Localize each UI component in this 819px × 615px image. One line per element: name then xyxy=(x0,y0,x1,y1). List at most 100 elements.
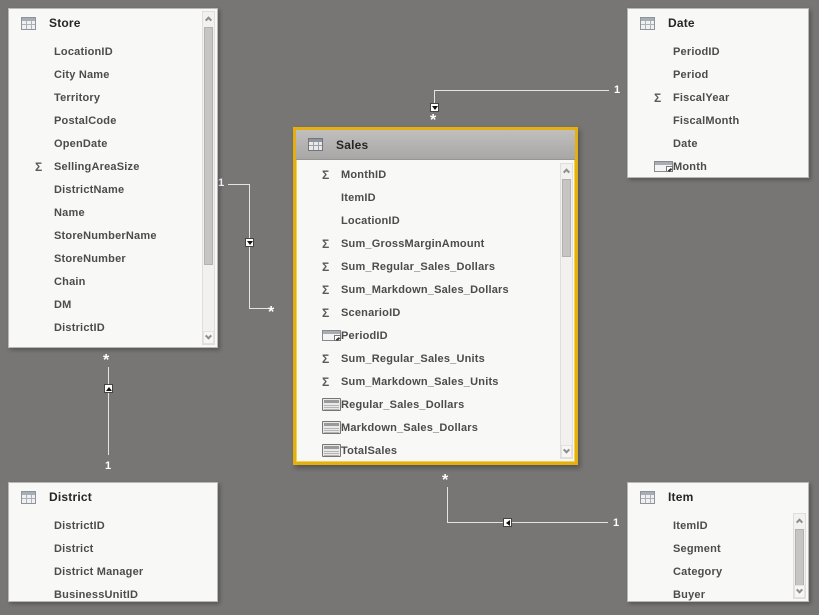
relationship-line[interactable] xyxy=(228,184,250,185)
table-header-item[interactable]: Item xyxy=(628,483,808,511)
table-card-item[interactable]: Item ItemID Segment Category xyxy=(627,482,809,602)
field-label: Date xyxy=(673,137,698,150)
scroll-up-button[interactable] xyxy=(561,164,572,177)
relationship-arrow-marker[interactable] xyxy=(430,103,439,112)
table-header-store[interactable]: Store xyxy=(9,9,217,37)
relationship-line[interactable] xyxy=(447,487,448,523)
field-row[interactable]: PostalCode xyxy=(9,109,217,132)
table-card-district[interactable]: District DistrictID District District Ma… xyxy=(8,482,218,602)
field-label: StoreNumber xyxy=(54,252,126,265)
field-row[interactable]: DistrictID xyxy=(9,514,217,537)
field-row[interactable]: Sum_Regular_Sales_Units xyxy=(296,347,575,370)
field-row[interactable]: Buyer xyxy=(628,583,808,601)
field-label: Regular_Sales_Dollars xyxy=(341,398,465,411)
table-card-sales[interactable]: Sales MonthID ItemID LocationID xyxy=(293,127,578,465)
vertical-scrollbar[interactable] xyxy=(793,513,806,599)
field-row[interactable]: PeriodID xyxy=(296,324,575,347)
field-row[interactable]: District Manager xyxy=(9,560,217,583)
field-row[interactable]: DistrictName xyxy=(9,178,217,201)
field-row[interactable]: DM xyxy=(9,293,217,316)
field-row[interactable]: LocationID xyxy=(296,209,575,232)
field-row[interactable]: Month xyxy=(628,155,808,177)
relationship-line[interactable] xyxy=(434,90,435,104)
vertical-scrollbar[interactable] xyxy=(202,11,215,345)
field-row[interactable]: FiscalYear xyxy=(628,86,808,109)
field-row[interactable]: OpenDate xyxy=(9,132,217,155)
field-row[interactable]: Category xyxy=(628,560,808,583)
table-header-sales[interactable]: Sales xyxy=(296,130,575,160)
field-row[interactable]: Date xyxy=(628,132,808,155)
field-list: LocationID City Name Territory PostalCod… xyxy=(9,37,217,339)
cardinality-many-label: * xyxy=(268,304,275,321)
table-title: Store xyxy=(49,16,81,30)
field-row[interactable]: City Name xyxy=(9,63,217,86)
table-icon xyxy=(640,490,655,504)
field-row[interactable]: Sum_GrossMarginAmount xyxy=(296,232,575,255)
field-label: Sum_Markdown_Sales_Dollars xyxy=(341,283,509,296)
field-row[interactable]: Chain xyxy=(9,270,217,293)
field-row[interactable]: StoreNumber xyxy=(9,247,217,270)
scrollbar-thumb[interactable] xyxy=(204,27,213,265)
field-label: ScenarioID xyxy=(341,306,401,319)
sigma-icon xyxy=(322,353,341,365)
table-header-date[interactable]: Date xyxy=(628,9,808,37)
field-row[interactable]: DistrictID xyxy=(9,316,217,339)
scrollbar-thumb[interactable] xyxy=(562,179,571,257)
table-card-date[interactable]: Date PeriodID Period FiscalYear xyxy=(627,8,809,178)
field-label: Chain xyxy=(54,275,86,288)
field-row[interactable]: ScenarioID xyxy=(296,301,575,324)
field-row[interactable]: Sum_Regular_Sales_Dollars xyxy=(296,255,575,278)
table-card-store[interactable]: Store LocationID City Name Territory xyxy=(8,8,218,348)
field-row[interactable]: StoreNumberName xyxy=(9,224,217,247)
scroll-up-button[interactable] xyxy=(794,514,805,527)
field-row[interactable]: FiscalMonth xyxy=(628,109,808,132)
sigma-icon xyxy=(322,169,341,181)
scroll-down-button[interactable] xyxy=(561,445,572,458)
field-row[interactable]: Sum_Markdown_Sales_Units xyxy=(296,370,575,393)
field-row[interactable]: Sum_Markdown_Sales_Dollars xyxy=(296,278,575,301)
relationship-line[interactable] xyxy=(435,90,609,91)
field-row[interactable]: PeriodID xyxy=(628,40,808,63)
field-row[interactable]: BusinessUnitID xyxy=(9,583,217,601)
calculated-column-icon xyxy=(654,161,673,172)
scroll-down-button[interactable] xyxy=(203,331,214,344)
relationship-line[interactable] xyxy=(447,522,608,523)
relationship-line[interactable] xyxy=(249,308,268,309)
field-label: PostalCode xyxy=(54,114,117,127)
scroll-up-button[interactable] xyxy=(203,12,214,25)
field-row[interactable]: District xyxy=(9,537,217,560)
relationship-arrow-marker[interactable] xyxy=(503,518,512,527)
field-row[interactable]: Regular_Sales_Dollars xyxy=(296,393,575,416)
field-label: Sum_Markdown_Sales_Units xyxy=(341,375,499,388)
field-row[interactable]: Territory xyxy=(9,86,217,109)
cardinality-many-label: * xyxy=(430,112,437,129)
field-row[interactable]: Segment xyxy=(628,537,808,560)
field-row[interactable]: Markdown_Sales_Dollars xyxy=(296,416,575,439)
field-label: Segment xyxy=(673,542,721,555)
field-label: Buyer xyxy=(673,588,706,601)
relationship-line[interactable] xyxy=(108,367,109,455)
field-row[interactable]: LocationID xyxy=(9,40,217,63)
table-header-district[interactable]: District xyxy=(9,483,217,511)
measure-calculator-icon xyxy=(322,398,341,411)
sigma-icon xyxy=(322,376,341,388)
field-row[interactable]: TotalSales xyxy=(296,439,575,462)
field-row[interactable]: Name xyxy=(9,201,217,224)
field-label: Sum_GrossMarginAmount xyxy=(341,237,485,250)
field-row[interactable]: SellingAreaSize xyxy=(9,155,217,178)
vertical-scrollbar[interactable] xyxy=(560,163,573,459)
measure-calculator-icon xyxy=(322,421,341,434)
relationship-arrow-marker[interactable] xyxy=(245,238,254,247)
field-row[interactable]: MonthID xyxy=(296,163,575,186)
field-row[interactable]: ItemID xyxy=(296,186,575,209)
field-label: Territory xyxy=(54,91,101,104)
cardinality-many-label: * xyxy=(103,352,110,369)
cardinality-one-label: 1 xyxy=(614,84,621,96)
relationship-arrow-marker[interactable] xyxy=(104,384,113,393)
field-label: ItemID xyxy=(341,191,376,204)
field-row[interactable]: Period xyxy=(628,63,808,86)
scrollbar-thumb[interactable] xyxy=(795,529,804,587)
field-row[interactable]: ItemID xyxy=(628,514,808,537)
scroll-down-button[interactable] xyxy=(794,585,805,598)
